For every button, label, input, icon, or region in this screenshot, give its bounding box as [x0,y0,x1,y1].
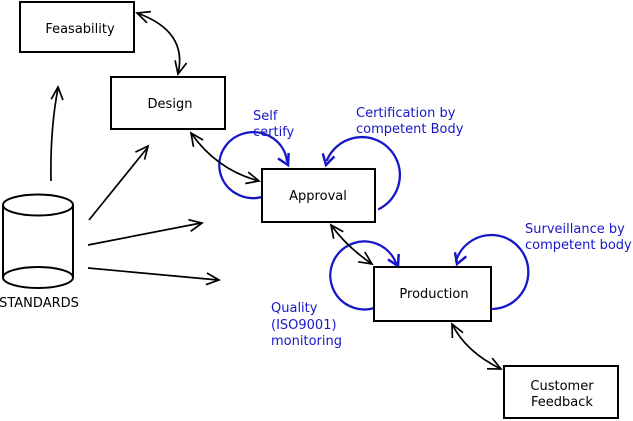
node-design-label: Design [148,97,193,112]
node-customer-feedback-label-line1: Customer [530,379,594,394]
node-approval [261,168,376,223]
surveillance-label-line1: Surveillance by [525,222,625,237]
certification-label-line2: competent Body [356,122,464,137]
self-certify-label-line2: certify [253,125,295,140]
arrow-standards-to-approval-arrowhead [188,218,204,232]
surveillance-loop-arrowhead [453,251,468,267]
arrow-production-customer-feedback-arrowhead-top [451,322,464,339]
node-customer-feedback [503,365,619,419]
node-approval-label: Approval [289,189,347,204]
quality-label-line2: (ISO9001) [271,318,337,333]
arrow-approval-production [330,224,373,265]
arrow-feasability-design-arrowhead-bottom [174,60,188,76]
self-certify-label-line1: Self [253,109,278,124]
quality-label-line3: monitoring [271,334,342,349]
cylinder-top-ellipse [2,193,74,217]
arrow-standards-to-production [87,267,219,281]
cylinder-bottom-ellipse [2,266,74,289]
arrow-standards-to-feasability-arrowhead [50,84,64,101]
quality-loop [329,240,399,311]
arrow-feasability-design-arrowhead-top [135,10,151,24]
certification-loop-arrowhead [321,153,336,168]
arrow-layer [50,10,503,370]
node-layer: Feasability Design Approval Production C… [19,1,619,419]
certification-loop [325,135,401,211]
node-feasability [19,1,135,53]
arrow-production-customer-feedback-arrowhead-bottom [486,357,503,370]
arrow-standards-to-design [88,146,149,221]
arrow-production-customer-feedback [451,323,502,370]
arrow-feasability-design [136,12,181,75]
annotation-layer: Self certify Certification by competent … [253,106,632,349]
arrow-approval-production-arrowhead-bottom [358,251,374,266]
arrow-design-approval [190,132,260,182]
arrow-design-approval-arrowhead-bottom [245,171,261,185]
quality-label-line1: Quality [271,301,318,316]
node-customer-feedback-label-line2: Feedback [531,395,593,410]
certification-label-line1: Certification by [356,106,456,121]
arrow-standards-to-feasability [50,87,59,182]
standards-cylinder: STANDARDS [0,193,79,311]
arrow-standards-to-approval [87,222,202,246]
surveillance-loop [454,233,530,311]
surveillance-label-line2: competent body [525,238,632,253]
arrow-standards-to-design-arrowhead [135,144,150,160]
standards-label: STANDARDS [0,296,79,311]
arrow-approval-production-arrowhead-top [329,223,344,239]
self-certify-loop [218,130,289,200]
arrow-standards-to-production-arrowhead [205,272,222,286]
self-certify-loop-arrowhead [277,152,290,168]
node-production-label: Production [399,287,468,302]
node-feasability-label: Feasability [45,22,115,37]
node-design [110,76,226,130]
node-production [373,266,492,322]
arrow-design-approval-arrowhead-top [189,131,204,147]
